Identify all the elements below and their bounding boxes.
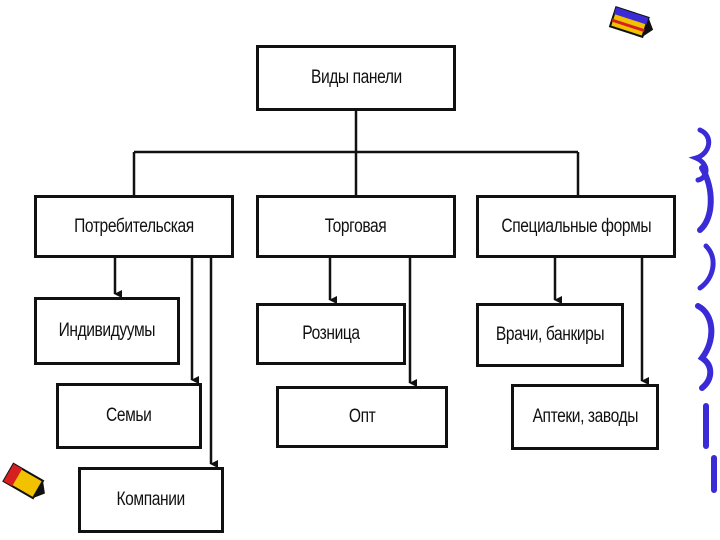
node-families: Семьи xyxy=(56,383,202,449)
node-doctors-bankers: Врачи, банкиры xyxy=(476,303,624,367)
pencil-icon-bottom-left xyxy=(2,462,45,500)
category-consumer: Потребительская xyxy=(34,195,234,258)
node-pharmacies-factories-label: Аптеки, заводы xyxy=(532,406,638,427)
node-individuals-label: Индивидуумы xyxy=(58,320,156,341)
node-wholesale: Опт xyxy=(276,386,448,448)
root-node: Виды панели xyxy=(256,45,456,111)
node-retail-label: Розница xyxy=(302,323,360,344)
node-retail: Розница xyxy=(256,303,406,365)
category-special: Специальные формы xyxy=(476,195,676,258)
node-companies-label: Компании xyxy=(116,489,186,510)
category-special-label: Специальные формы xyxy=(501,215,651,237)
decorative-purple-strokes xyxy=(688,127,717,493)
category-trade-label: Торговая xyxy=(325,215,387,237)
category-consumer-label: Потребительская xyxy=(74,215,194,237)
node-wholesale-label: Опт xyxy=(348,406,376,427)
node-companies: Компании xyxy=(78,467,224,533)
node-pharmacies-factories: Аптеки, заводы xyxy=(511,384,659,450)
pencil-icon-top-right xyxy=(608,6,654,39)
category-trade: Торговая xyxy=(256,195,456,258)
node-doctors-bankers-label: Врачи, банкиры xyxy=(495,324,605,345)
root-label: Виды панели xyxy=(310,67,402,88)
node-individuals: Индивидуумы xyxy=(34,297,180,365)
node-families-label: Семьи xyxy=(106,405,152,426)
